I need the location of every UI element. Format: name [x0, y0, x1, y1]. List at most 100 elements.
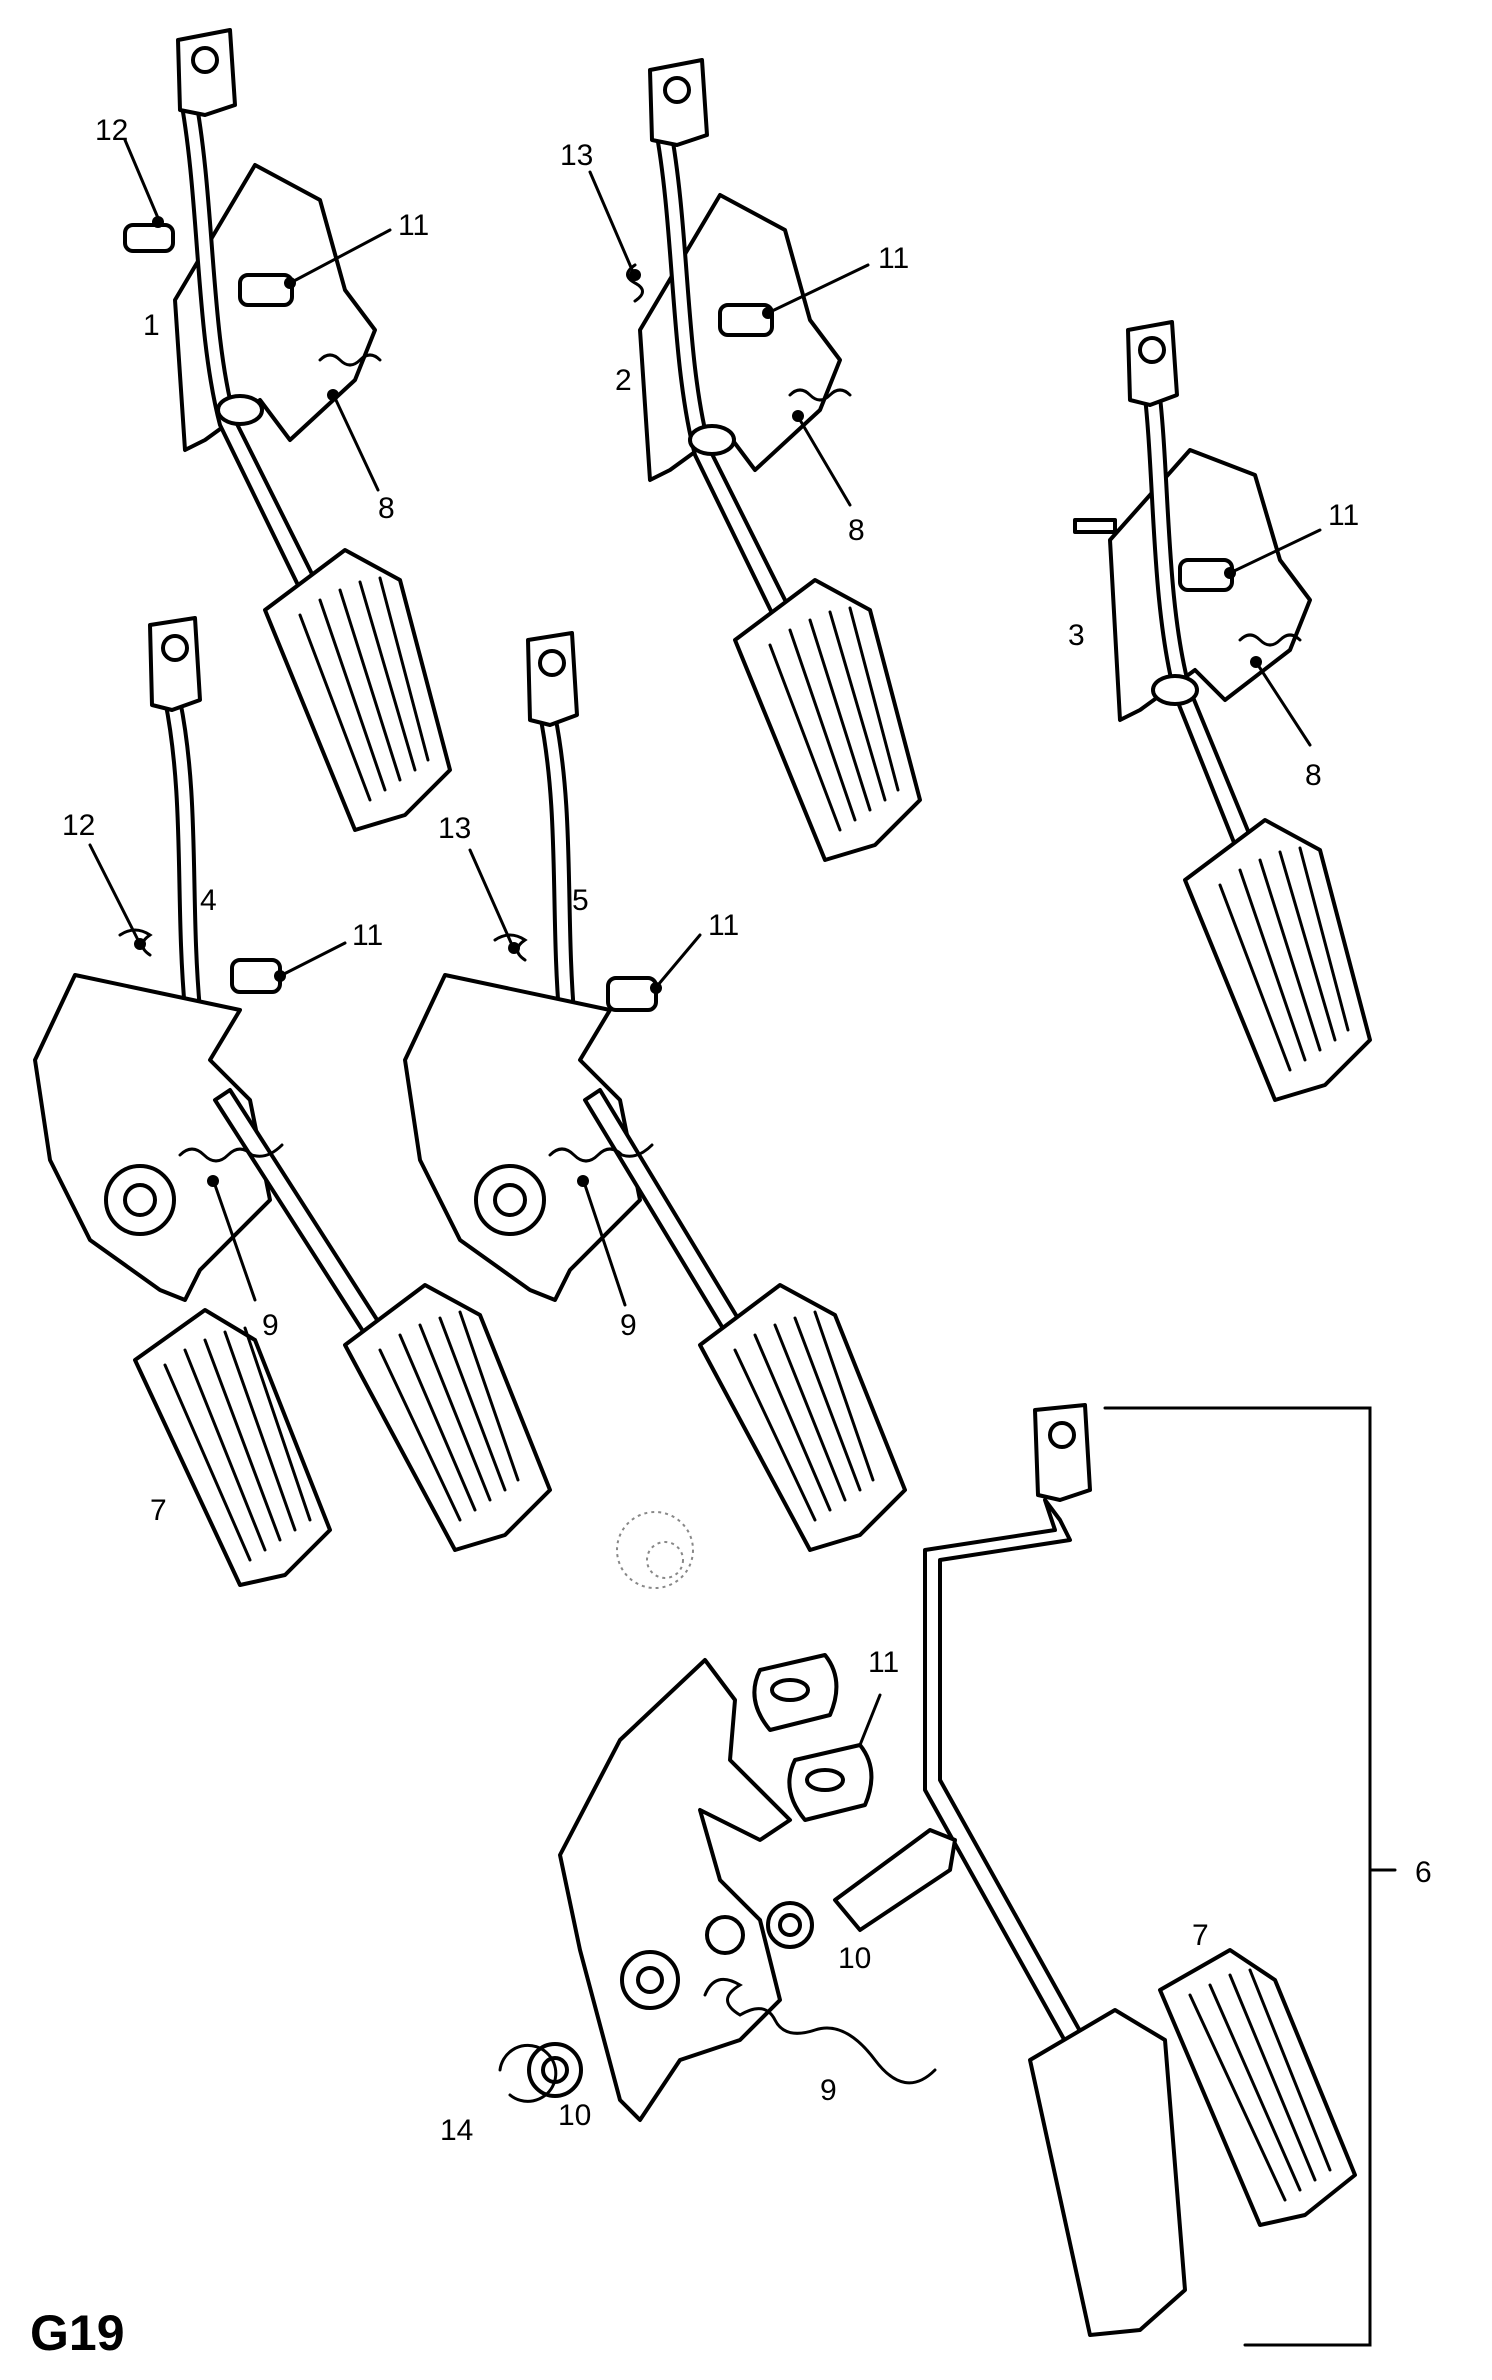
pedal-assembly-3 — [1073, 320, 1372, 1102]
callout-a6-11: 11 — [868, 1646, 899, 1679]
leader-a4-12 — [88, 843, 140, 942]
callout-a4-11: 11 — [352, 919, 383, 952]
pad-ribs — [768, 606, 900, 832]
leader-a5-9 — [583, 1183, 627, 1307]
bracket-hole-2 — [705, 1915, 745, 1955]
pivot-pin — [688, 424, 736, 456]
pad-ribs-7 — [163, 1326, 312, 1562]
pedal-assembly-1 — [123, 28, 452, 832]
arm-top-eye — [1033, 1403, 1092, 1502]
callout-a4-12: 12 — [62, 809, 95, 842]
pedal-assembly-5 — [403, 631, 907, 1552]
callout-a4-9: 9 — [262, 1309, 279, 1342]
pedal-assembly-4 — [33, 616, 552, 1587]
arm-eye-hole — [538, 649, 566, 677]
leader-a2-11 — [768, 263, 870, 314]
callout-a2-2: 2 — [615, 364, 632, 397]
callout-a4-4: 4 — [200, 884, 217, 917]
clip-12 — [123, 223, 175, 253]
spring-9 — [548, 1143, 654, 1163]
housing-hole — [123, 1183, 157, 1217]
callout-a6-7: 7 — [1192, 1919, 1209, 1952]
callout-a5-9: 9 — [620, 1309, 637, 1342]
pivot-pin — [1151, 674, 1199, 706]
callout-a2-13: 13 — [560, 139, 593, 172]
bush-11 — [1178, 558, 1234, 592]
pad-ribs-right — [378, 1310, 520, 1522]
pad-ribs — [733, 1310, 875, 1522]
pivot-pin — [216, 394, 264, 426]
arm-eye-hole — [191, 46, 219, 74]
stop-plate — [1073, 518, 1117, 534]
callout-a2-8: 8 — [848, 514, 865, 547]
spring-8 — [1238, 633, 1302, 647]
pedal-pad-mounted — [1028, 2008, 1187, 2337]
pedal-pad — [263, 548, 452, 832]
leader-a4-9 — [213, 1183, 257, 1302]
callout-a1-12: 12 — [95, 114, 128, 147]
callout-a6-10b: 10 — [558, 2099, 591, 2132]
pedal-pad-7 — [133, 1308, 332, 1587]
arm-top-eye — [526, 631, 579, 727]
pedal-assembly-2 — [626, 58, 922, 862]
arm-eye-hole — [1048, 1421, 1076, 1449]
bush-11-lower-hole — [805, 1768, 845, 1792]
arm-top-eye — [148, 616, 202, 712]
callout-a1-11: 11 — [398, 209, 429, 242]
leader-a4-11 — [280, 941, 347, 977]
pedal-pad — [698, 1283, 907, 1552]
arm-eye-hole — [663, 76, 691, 104]
callout-a5-5: 5 — [572, 884, 589, 917]
callout-a6-6: 6 — [1415, 1856, 1432, 1889]
pad-ribs — [298, 576, 430, 802]
callout-a5-11: 11 — [708, 909, 739, 942]
callout-a2-11: 11 — [878, 242, 909, 275]
pedal-pad — [1183, 818, 1372, 1102]
leader-a2-8 — [798, 418, 852, 507]
bracket — [558, 1658, 792, 2122]
callout-a6-9: 9 — [820, 2074, 837, 2107]
leader-a1-8 — [333, 396, 380, 492]
leader-a5-11 — [656, 933, 702, 987]
bracket-housing — [403, 973, 642, 1302]
pedal-arm-upper — [538, 713, 577, 1027]
spring-8 — [788, 388, 852, 402]
spring-8 — [318, 353, 382, 367]
leader-a3-8 — [1256, 663, 1312, 747]
bracket-housing — [33, 973, 272, 1302]
callout-a3-8: 8 — [1305, 759, 1322, 792]
bush-11 — [238, 273, 294, 307]
pad-ribs — [1218, 846, 1350, 1072]
leader-a6-11 — [858, 1693, 882, 1747]
long-pedal-arm — [923, 1498, 1087, 2052]
faint-dotted-sketch — [616, 1511, 694, 1589]
spring-9 — [178, 1143, 284, 1163]
leader-a1-11 — [290, 228, 392, 284]
page-code: G19 — [30, 2305, 125, 2361]
bush-11 — [230, 958, 282, 994]
clip-13 — [493, 933, 528, 962]
pad-ribs-7 — [1188, 1968, 1332, 2202]
arm-eye-hole — [1138, 336, 1166, 364]
housing-hole — [493, 1183, 527, 1217]
bush-11 — [606, 976, 658, 1012]
clip-13 — [626, 263, 644, 303]
pedal-pad — [733, 578, 922, 862]
pedal-assembly-6-exploded — [498, 1403, 1357, 2337]
group-bracket-6 — [1103, 1406, 1372, 2347]
spring-9 — [703, 1977, 937, 2085]
callout-a3-11: 11 — [1328, 499, 1359, 532]
leader-a2-13 — [588, 170, 635, 274]
bush-11 — [718, 303, 774, 337]
callout-a3-3: 3 — [1068, 619, 1085, 652]
leader-a1-12 — [123, 138, 160, 220]
pivot-pin — [833, 1828, 957, 1932]
leader-a3-11 — [1230, 528, 1322, 574]
callout-a1-8: 8 — [378, 492, 395, 525]
callout-a5-13: 13 — [438, 812, 471, 845]
arm-eye-hole — [161, 634, 189, 662]
bush-11-upper-hole — [770, 1678, 810, 1702]
callout-a1-1: 1 — [143, 309, 160, 342]
clip-12 — [118, 928, 153, 957]
